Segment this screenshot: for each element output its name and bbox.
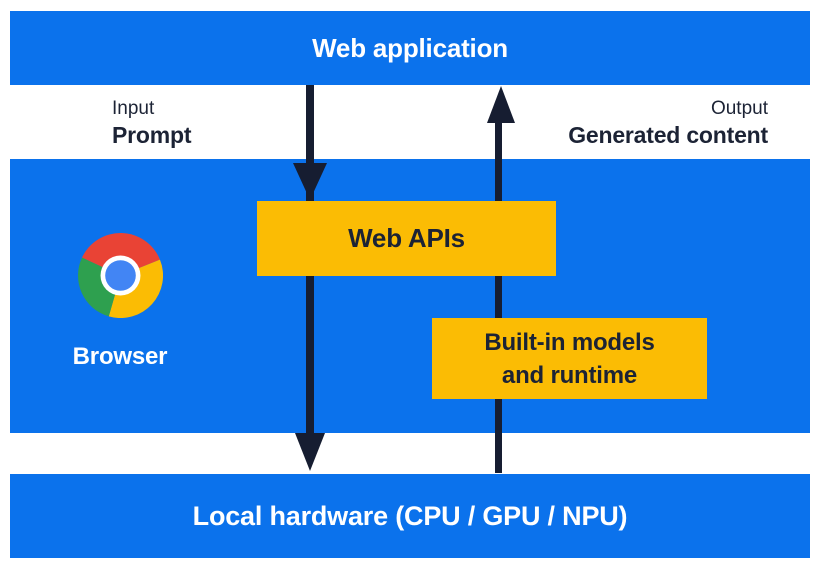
web-application-label: Web application <box>312 32 508 63</box>
builtin-models-box: Built-in models and runtime <box>432 318 707 399</box>
browser-label: Browser <box>72 343 168 370</box>
input-flow-down-arrow <box>293 85 327 471</box>
input-kind-label: Input <box>112 98 155 119</box>
builtin-models-line2: and runtime <box>501 361 638 389</box>
output-flow-up-arrow <box>487 86 515 473</box>
builtin-models-line1: Built-in models <box>484 328 655 356</box>
output-flow-label: Output Generated content <box>568 97 768 149</box>
web-apis-box: Web APIs <box>257 201 556 276</box>
output-name-label: Generated content <box>568 122 768 148</box>
input-name-label: Prompt <box>112 122 192 148</box>
web-apis-label: Web APIs <box>348 223 465 253</box>
local-hardware-label: Local hardware (CPU / GPU / NPU) <box>192 500 628 531</box>
output-kind-label: Output <box>710 98 768 119</box>
local-hardware-bar: Local hardware (CPU / GPU / NPU) <box>10 474 810 558</box>
web-application-bar: Web application <box>10 11 810 85</box>
chrome-browser-icon <box>78 233 163 318</box>
input-flow-label: Input Prompt <box>112 97 192 149</box>
